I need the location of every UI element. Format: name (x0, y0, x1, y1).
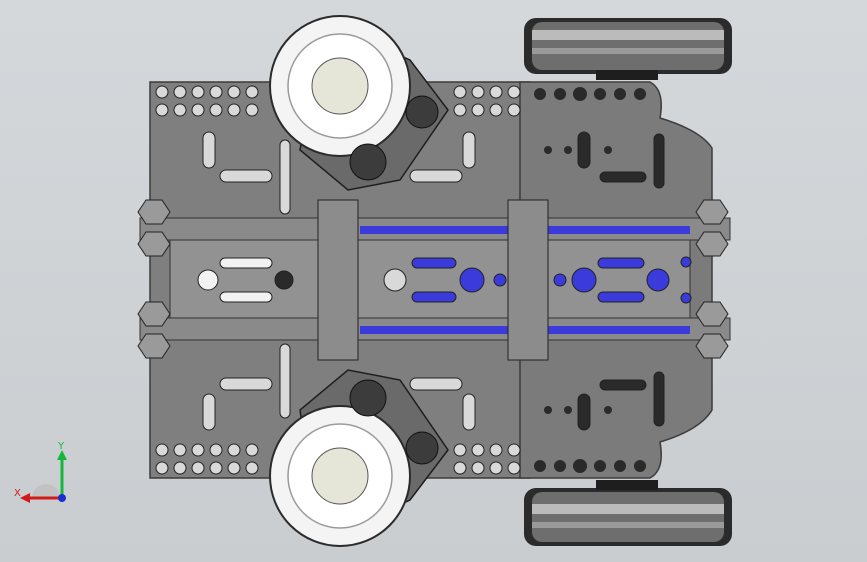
slots (202, 131, 665, 431)
hole-pattern-bottom (155, 443, 521, 475)
z-axis-dot (58, 494, 66, 502)
hole-pattern-top (155, 85, 521, 117)
caster-wheel-bottom (269, 369, 449, 547)
center-channel (169, 239, 691, 319)
cross-rail-lower (139, 317, 731, 341)
coordinate-triad: Y X (14, 441, 67, 503)
hole-pattern-right-dark (534, 87, 646, 473)
drive-wheel-top-right (524, 18, 732, 80)
drive-wheel-bottom-right (524, 480, 732, 546)
caster-wheel-top (269, 15, 449, 191)
center-holes (197, 256, 692, 304)
x-axis-label: X (14, 488, 21, 499)
hex-nuts (137, 199, 729, 361)
cross-rail-upper (139, 217, 731, 241)
y-axis-label: Y (57, 441, 65, 452)
